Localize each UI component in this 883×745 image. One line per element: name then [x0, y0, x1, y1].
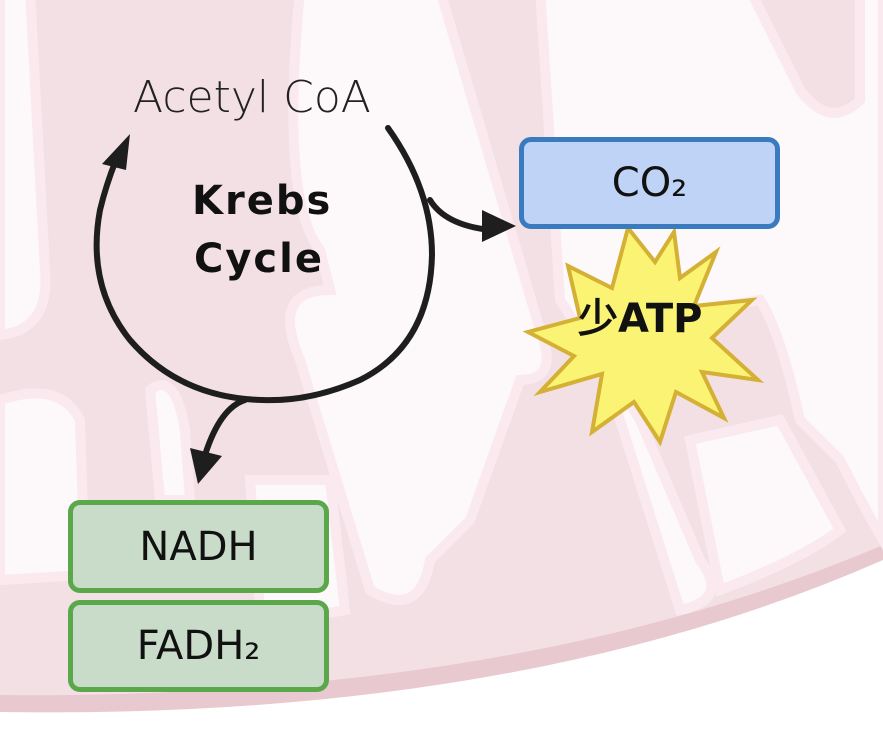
atp-label: 少ATP	[578, 296, 703, 342]
co2-box: CO₂	[519, 137, 780, 229]
fadh2-box: FADH₂	[68, 600, 329, 692]
fadh2-label: FADH₂	[136, 623, 261, 669]
krebs-cycle-title-line2: Cycle	[194, 236, 324, 282]
cycle-arrows	[93, 125, 493, 458]
nadh-box: NADH	[68, 500, 329, 593]
acetyl-coa-label: Acetyl CoA	[133, 72, 371, 123]
nadh-label: NADH	[139, 523, 258, 570]
arrowhead-acetyl-coa	[102, 134, 130, 170]
arrowhead-nadh	[190, 448, 222, 484]
atp-burst-shape	[522, 223, 765, 447]
co2-label: CO₂	[611, 160, 688, 206]
arrowhead-co2	[482, 210, 516, 242]
krebs-cycle-title-line1: Krebs	[192, 178, 333, 224]
